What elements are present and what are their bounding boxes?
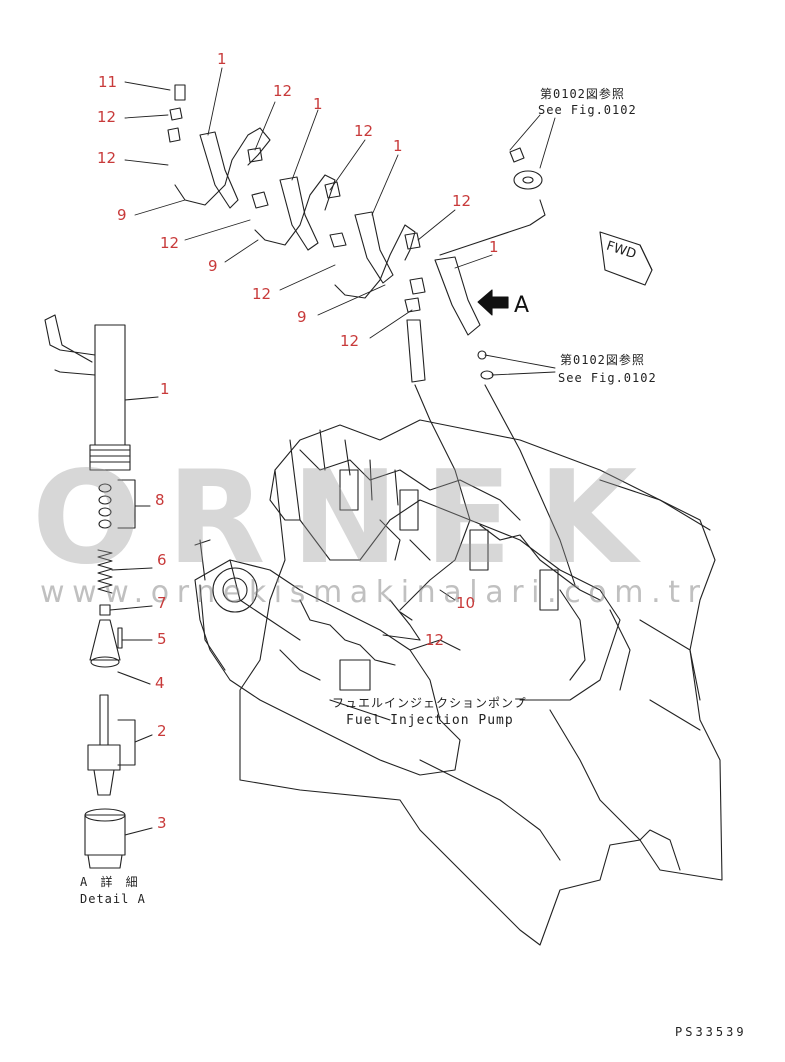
pump-label-jp: フュエルインジェクションポンプ: [332, 696, 527, 710]
detail-a-parts: [44, 314, 159, 869]
callout-12: 12: [97, 108, 117, 126]
callout-3: 3: [157, 814, 167, 832]
callout-12: 12: [273, 82, 293, 100]
callout-9: 9: [208, 257, 218, 275]
detail-label-jp: A 詳 細: [80, 875, 141, 889]
callout-1: 1: [313, 95, 323, 113]
reference-middle-jp: 第0102図参照: [560, 353, 645, 367]
callout-12: 12: [340, 332, 360, 350]
view-marker-label: A: [514, 293, 530, 318]
callout-10: 10: [456, 594, 476, 612]
callout-5: 5: [157, 630, 167, 648]
callout-1: 1: [489, 238, 499, 256]
callout-12: 12: [97, 149, 117, 167]
view-arrow: [477, 289, 509, 316]
leader-lines: [124, 67, 556, 641]
leak-pipe-assembly: [167, 84, 576, 621]
callout-9: 9: [297, 308, 307, 326]
callout-12: 12: [452, 192, 472, 210]
fwd-marker: [599, 231, 653, 286]
callout-2: 2: [157, 722, 167, 740]
reference-middle-en: See Fig.0102: [558, 371, 657, 385]
callout-1: 1: [393, 137, 403, 155]
reference-fittings: [477, 147, 543, 380]
engine-block: [239, 419, 723, 946]
callout-7: 7: [157, 594, 167, 612]
callout-12: 12: [425, 631, 445, 649]
callout-9: 9: [117, 206, 127, 224]
callout-11: 11: [98, 73, 118, 91]
watermark-brand: ORNEK: [32, 444, 664, 593]
reference-top-en: See Fig.0102: [538, 103, 637, 117]
callout-4: 4: [155, 674, 165, 692]
callout-1: 1: [160, 380, 170, 398]
callout-12: 12: [252, 285, 272, 303]
callout-1: 1: [217, 50, 227, 68]
callout-12: 12: [160, 234, 180, 252]
detail-label-en: Detail A: [80, 892, 146, 906]
callout-6: 6: [157, 551, 167, 569]
fuel-injection-pump: [194, 539, 461, 776]
callout-12: 12: [354, 122, 374, 140]
reference-top-jp: 第0102図参照: [540, 87, 625, 101]
callout-8: 8: [155, 491, 165, 509]
pump-label-en: Fuel Injection Pump: [346, 713, 514, 728]
figure-code: PS33539: [675, 1025, 747, 1039]
watermark-url: www.ornekismakinalari.com.tr: [40, 575, 708, 610]
